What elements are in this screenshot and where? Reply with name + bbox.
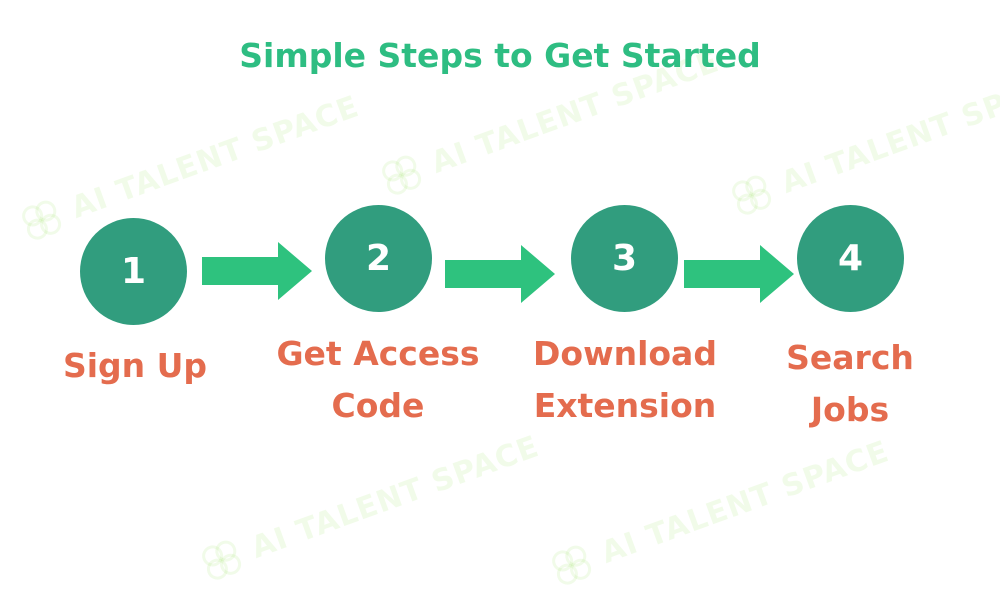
step-3-circle: 3 [571, 205, 678, 312]
right-arrow-icon [202, 242, 312, 300]
step-number: 3 [611, 238, 638, 279]
step-3-label: Download Extension [533, 334, 717, 425]
page-title: Simple Steps to Get Started [239, 36, 761, 75]
step-2-label: Get Access Code [276, 334, 480, 425]
watermark-text: AI TALENT SPACE [596, 433, 894, 571]
brain-logo-icon [382, 155, 422, 195]
step-number: 1 [120, 251, 147, 292]
step-1-circle: 1 [80, 218, 187, 325]
step-2-circle: 2 [325, 205, 432, 312]
step-4-label: Search Jobs [786, 338, 914, 429]
watermark: AI TALENT SPACE [12, 83, 365, 249]
brain-logo-icon [22, 200, 62, 240]
step-number: 2 [365, 238, 392, 279]
step-4-circle: 4 [797, 205, 904, 312]
watermark-text: AI TALENT SPACE [246, 428, 544, 566]
watermark: AI TALENT SPACE [722, 58, 1000, 224]
right-arrow-icon [445, 245, 555, 303]
watermark-text: AI TALENT SPACE [776, 63, 1000, 201]
brain-logo-icon [202, 540, 242, 580]
watermark-text: AI TALENT SPACE [66, 88, 364, 226]
brain-logo-icon [552, 545, 592, 585]
step-number: 4 [837, 238, 864, 279]
right-arrow-icon [684, 245, 794, 303]
brain-logo-icon [732, 175, 772, 215]
watermark: AI TALENT SPACE [192, 423, 545, 589]
step-1-label: Sign Up [62, 346, 208, 385]
watermark: AI TALENT SPACE [542, 428, 895, 594]
